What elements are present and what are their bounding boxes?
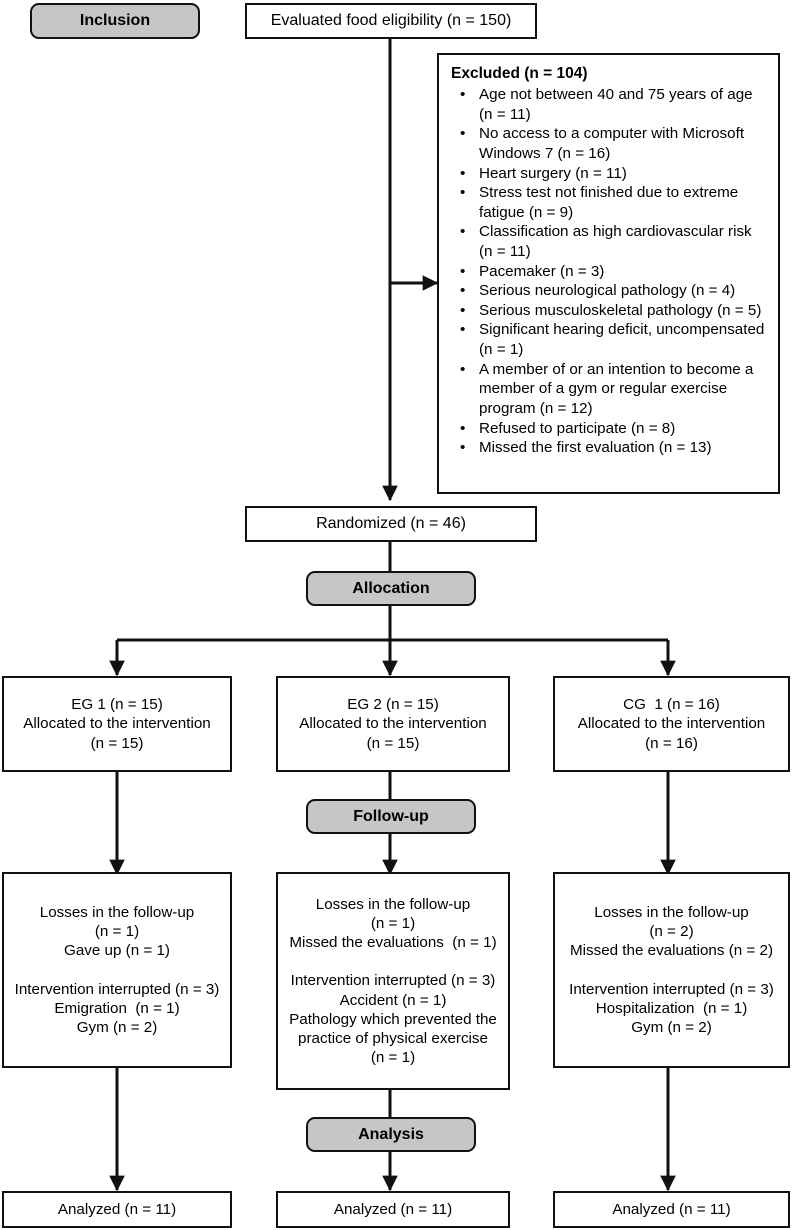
follow-eg2-line-1: Losses in the follow-up bbox=[315, 895, 471, 913]
follow-cg1-line-6: Hospitalization (n = 1) bbox=[595, 999, 748, 1017]
node-allocation-eg2: EG 2 (n = 15) Allocated to the intervent… bbox=[276, 676, 510, 772]
excluded-reason-item: • Refused to participate (n = 8) bbox=[451, 419, 766, 439]
bullet-icon: • bbox=[460, 419, 466, 437]
bullet-icon: • bbox=[460, 360, 466, 378]
excluded-reason-text: Stress test not finished due to extreme … bbox=[479, 184, 739, 221]
alloc-eg1-line-1: EG 1 (n = 15) bbox=[71, 696, 163, 714]
excluded-reason-item: • Stress test not finished due to extreme… bbox=[451, 183, 766, 222]
bullet-icon: • bbox=[460, 282, 466, 300]
excluded-reason-list: • Age not between 40 and 75 years of age … bbox=[451, 85, 766, 458]
follow-eg1-line-7: Gym (n = 2) bbox=[76, 1018, 158, 1036]
follow-cg1-line-1: Losses in the follow-up bbox=[594, 904, 749, 921]
follow-eg1-line-5: Intervention interrupted (n = 3) bbox=[14, 980, 220, 998]
excluded-reason-text: Missed the first evaluation (n = 13) bbox=[479, 439, 712, 457]
excluded-reason-item: • Serious musculoskeletal pathology (n = … bbox=[451, 301, 766, 321]
excluded-reason-item: • A member of or an intention to become a… bbox=[451, 360, 766, 419]
bullet-icon: • bbox=[460, 86, 466, 104]
excluded-reason-item: • Pacemaker (n = 3) bbox=[451, 262, 766, 282]
follow-eg2-line-8: practice of physical exercise bbox=[298, 1029, 488, 1047]
node-allocation-eg1: EG 1 (n = 15) Allocated to the intervent… bbox=[2, 676, 232, 772]
node-excluded: Excluded (n = 104) • Age not between 40 a… bbox=[437, 53, 780, 494]
excluded-reason-text: No access to a computer with Microsoft W… bbox=[479, 125, 745, 162]
evaluated-eligibility-text: Evaluated food eligibility (n = 150) bbox=[270, 11, 512, 29]
follow-eg1-line-1: Losses in the follow-up bbox=[39, 904, 195, 921]
stage-label-analysis: Analysis bbox=[306, 1117, 476, 1152]
excluded-reason-text: Refused to participate (n = 8) bbox=[479, 419, 676, 437]
bullet-icon: • bbox=[460, 223, 466, 241]
bullet-icon: • bbox=[460, 439, 466, 457]
excluded-reason-text: Pacemaker (n = 3) bbox=[479, 262, 605, 280]
stage-allocation-text: Allocation bbox=[352, 579, 430, 597]
node-analyzed-eg1: Analyzed (n = 11) bbox=[2, 1191, 232, 1228]
excluded-reason-text: Significant hearing deficit, uncompensat… bbox=[479, 321, 765, 359]
follow-eg1-line-6: Emigration (n = 1) bbox=[54, 999, 180, 1017]
follow-cg1-spacer bbox=[669, 960, 673, 979]
bullet-icon: • bbox=[460, 321, 466, 339]
follow-cg1-line-3: Missed the evaluations (n = 2) bbox=[569, 942, 774, 960]
follow-eg2-line-3: Missed the evaluations (n = 1) bbox=[289, 934, 497, 952]
node-randomized: Randomized (n = 46) bbox=[245, 506, 537, 542]
node-followup-cg1: Losses in the follow-up (n = 2) Missed t… bbox=[553, 872, 790, 1068]
alloc-eg1-line-3: (n = 15) bbox=[90, 734, 144, 752]
alloc-cg1-line-1: CG 1 (n = 16) bbox=[623, 696, 720, 714]
node-followup-eg2: Losses in the follow-up (n = 1) Missed t… bbox=[276, 872, 510, 1090]
follow-eg2-line-2: (n = 1) bbox=[370, 915, 416, 932]
follow-cg1-line-7: Gym (n = 2) bbox=[631, 1018, 712, 1036]
alloc-eg1-line-2: Allocated to the intervention bbox=[23, 715, 211, 733]
follow-eg1-line-3: Gave up (n = 1) bbox=[64, 942, 170, 960]
stage-label-allocation: Allocation bbox=[306, 571, 476, 606]
alloc-eg2-line-1: EG 2 (n = 15) bbox=[347, 696, 439, 714]
follow-eg2-line-5: Intervention interrupted (n = 3) bbox=[290, 972, 496, 990]
excluded-reason-text: Heart surgery (n = 11) bbox=[479, 164, 627, 182]
follow-eg2-line-7: Pathology which prevented the bbox=[289, 1010, 497, 1028]
excluded-reason-item: • Significant hearing deficit, uncompensa… bbox=[451, 320, 766, 359]
node-analyzed-eg2: Analyzed (n = 11) bbox=[276, 1191, 510, 1228]
excluded-reason-item: • Missed the first evaluation (n = 13) bbox=[451, 438, 766, 458]
excluded-reason-text: Serious neurological pathology (n = 4) bbox=[479, 282, 736, 300]
follow-eg2-line-6: Accident (n = 1) bbox=[339, 991, 447, 1009]
stage-label-inclusion: Inclusion bbox=[30, 3, 200, 39]
excluded-reason-item: • Age not between 40 and 75 years of age … bbox=[451, 85, 766, 124]
bullet-icon: • bbox=[460, 164, 466, 182]
stage-followup-text: Follow-up bbox=[353, 807, 429, 825]
node-followup-eg1: Losses in the follow-up (n = 1) Gave up … bbox=[2, 872, 232, 1068]
follow-cg1-line-5: Intervention interrupted (n = 3) bbox=[569, 980, 774, 998]
analyzed-eg1-text: Analyzed (n = 11) bbox=[57, 1200, 177, 1218]
alloc-cg1-line-3: (n = 16) bbox=[645, 734, 698, 752]
follow-eg1-spacer bbox=[115, 960, 119, 979]
stage-analysis-text: Analysis bbox=[358, 1125, 424, 1143]
bullet-icon: • bbox=[460, 125, 466, 143]
excluded-reason-text: Classification as high cardiovascular ri… bbox=[479, 223, 752, 261]
excluded-reason-text: Serious musculoskeletal pathology (n = 5… bbox=[479, 301, 762, 319]
follow-eg2-line-9: (n = 1) bbox=[370, 1048, 416, 1066]
alloc-eg2-line-2: Allocated to the intervention bbox=[299, 715, 487, 733]
excluded-reason-text: A member of or an intention to become a … bbox=[479, 360, 754, 417]
excluded-reason-item: • Serious neurological pathology (n = 4) bbox=[451, 281, 766, 301]
excluded-reason-item: • No access to a computer with Microsoft … bbox=[451, 124, 766, 163]
bullet-icon: • bbox=[460, 262, 466, 280]
follow-eg1-line-2: (n = 1) bbox=[94, 923, 140, 941]
node-analyzed-cg1: Analyzed (n = 11) bbox=[553, 1191, 790, 1228]
alloc-eg2-line-3: (n = 15) bbox=[366, 734, 420, 752]
analyzed-eg2-text: Analyzed (n = 11) bbox=[333, 1200, 453, 1218]
node-evaluated-eligibility: Evaluated food eligibility (n = 150) bbox=[245, 3, 537, 39]
bullet-icon: • bbox=[460, 184, 466, 202]
stage-inclusion-text: Inclusion bbox=[79, 12, 151, 29]
alloc-cg1-line-2: Allocated to the intervention bbox=[577, 715, 766, 733]
randomized-text: Randomized (n = 46) bbox=[316, 514, 466, 532]
excluded-reason-item: • Classification as high cardiovascular r… bbox=[451, 222, 766, 261]
follow-eg2-spacer bbox=[391, 952, 395, 971]
excluded-reason-item: • Heart surgery (n = 11) bbox=[451, 164, 766, 184]
excluded-title: Excluded (n = 104) bbox=[451, 65, 588, 82]
follow-cg1-line-2: (n = 2) bbox=[649, 923, 694, 941]
analyzed-cg1-text: Analyzed (n = 11) bbox=[612, 1200, 731, 1218]
excluded-reason-text: Age not between 40 and 75 years of age (… bbox=[479, 86, 753, 123]
stage-label-followup: Follow-up bbox=[306, 799, 476, 834]
node-allocation-cg1: CG 1 (n = 16) Allocated to the intervent… bbox=[553, 676, 790, 772]
bullet-icon: • bbox=[460, 301, 466, 319]
